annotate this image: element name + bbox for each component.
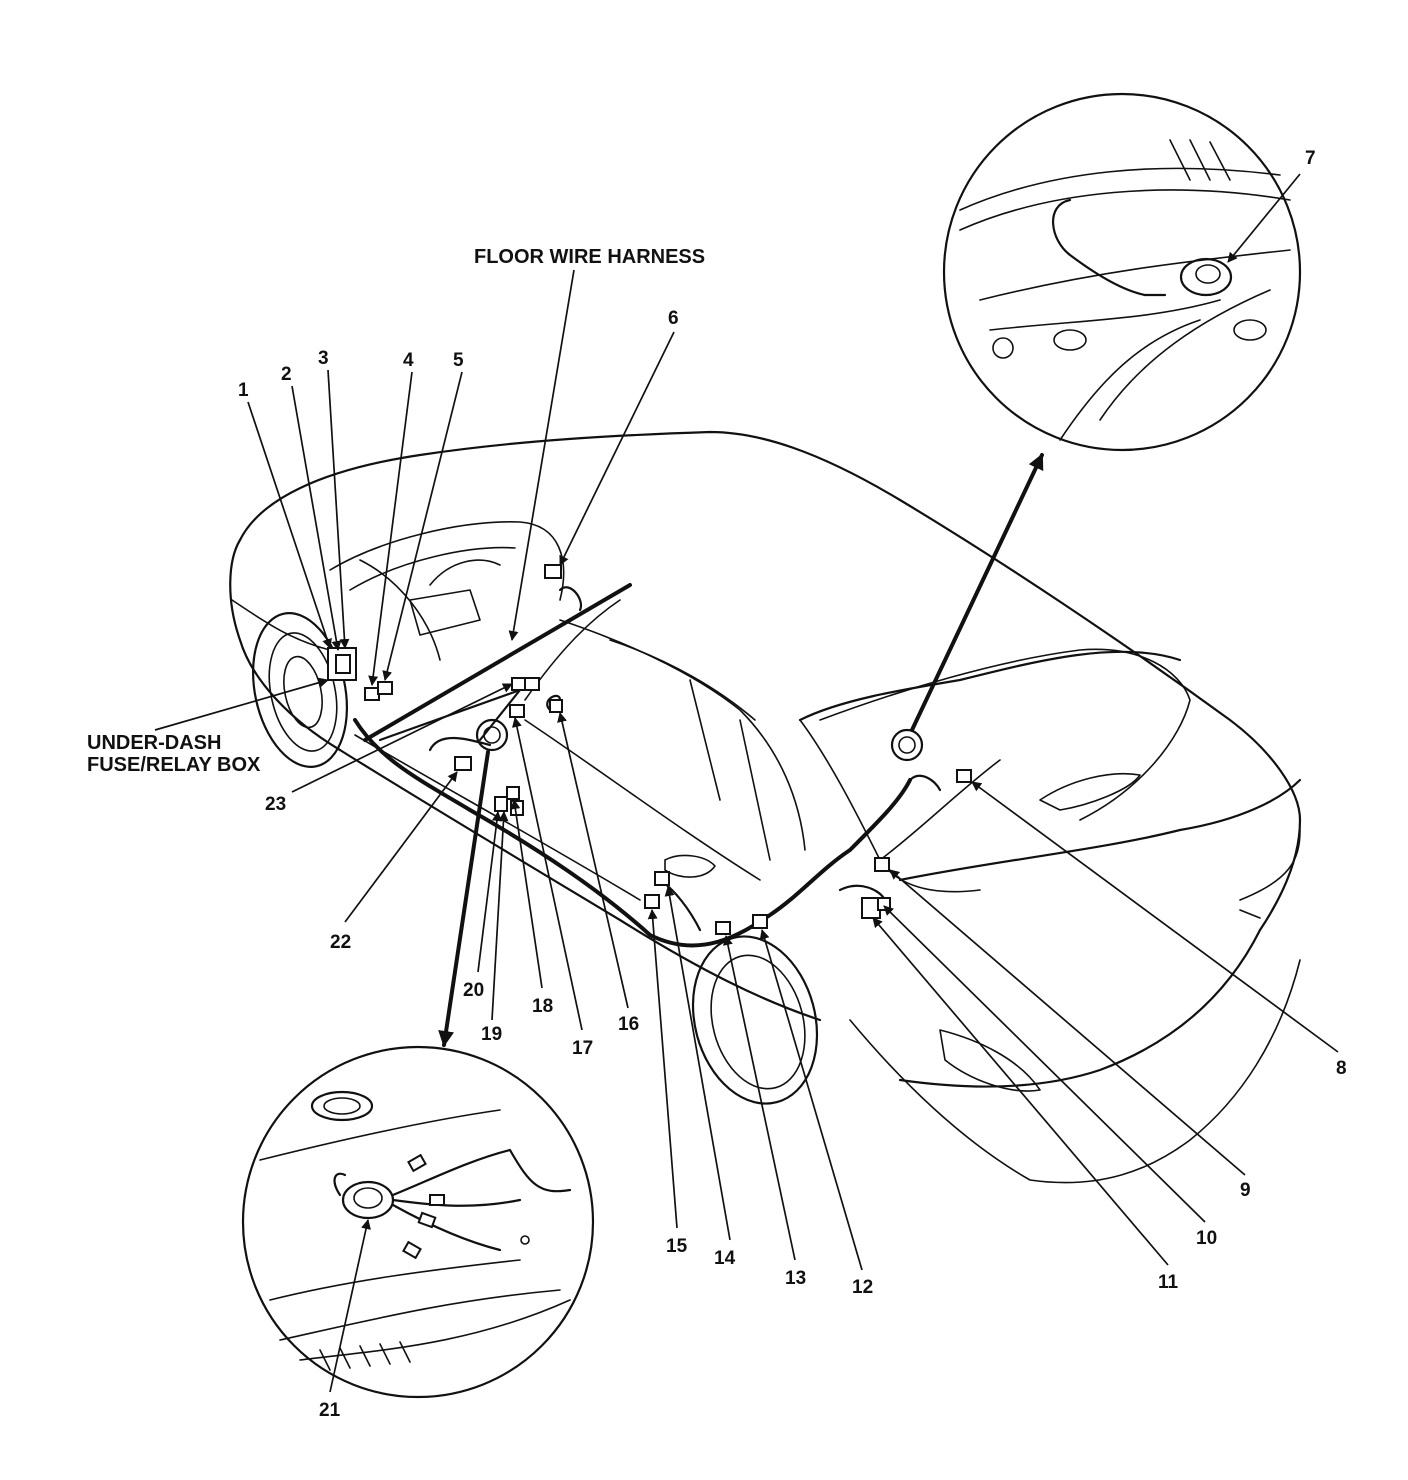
callout-1: 1	[238, 380, 249, 401]
callout-14: 14	[714, 1248, 736, 1269]
callout-15: 15	[666, 1236, 688, 1257]
callout-3: 3	[318, 348, 329, 369]
callout-7: 7	[1305, 148, 1316, 169]
car-body	[229, 430, 1302, 1184]
fuse-relay-box-label: FUSE/RELAY BOX	[87, 754, 261, 776]
callout-5: 5	[453, 350, 464, 371]
callout-12: 12	[852, 1277, 873, 1298]
callout-10: 10	[1196, 1228, 1217, 1249]
callout-21: 21	[319, 1400, 341, 1421]
leader-lines	[154, 173, 1339, 1393]
floor-wire-harness-label: FLOOR WIRE HARNESS	[474, 246, 705, 268]
callout-4: 4	[403, 350, 414, 371]
under-dash-label: UNDER-DASH	[87, 732, 221, 754]
callout-6: 6	[668, 308, 679, 329]
callout-18: 18	[532, 996, 553, 1017]
callout-16: 16	[618, 1014, 639, 1035]
detail-view-top	[942, 92, 1302, 452]
callout-2: 2	[281, 364, 292, 385]
callout-13: 13	[785, 1268, 806, 1289]
callout-22: 22	[330, 932, 351, 953]
callout-17: 17	[572, 1038, 593, 1059]
callout-19: 19	[481, 1024, 502, 1045]
detail-view-bottom	[241, 1045, 595, 1399]
callout-20: 20	[463, 980, 484, 1001]
callout-23: 23	[265, 794, 286, 815]
floor-wire-harness	[353, 583, 942, 948]
text-labels: 1 2 3 4 5 6 7 8 9 10 11 12 13 14 15 16 1…	[87, 148, 1347, 1421]
callout-8: 8	[1336, 1058, 1347, 1079]
callout-11: 11	[1158, 1272, 1179, 1293]
callout-9: 9	[1240, 1180, 1251, 1201]
